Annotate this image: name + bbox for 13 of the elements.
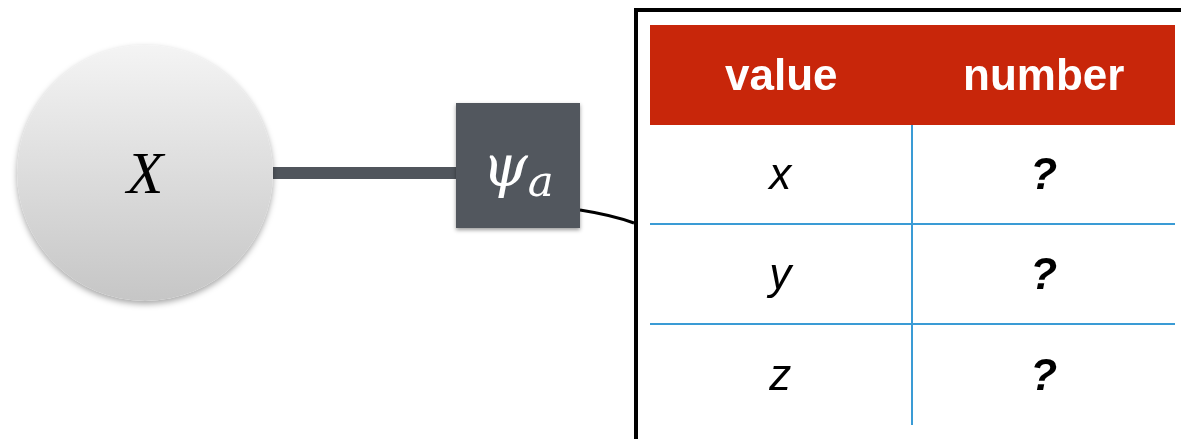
variable-label: X (126, 139, 164, 208)
connector-bar (273, 167, 456, 179)
table-cell-text: ? (1030, 349, 1058, 401)
table-cell-text: ? (1030, 248, 1058, 300)
factor-box (456, 103, 580, 228)
column-header: value (724, 49, 839, 101)
connector-line (579, 208, 635, 225)
table-cell-text: ? (1030, 148, 1058, 200)
column-header: number (962, 49, 1126, 101)
table-cell-text: z (769, 349, 792, 401)
table-cell-text: x (769, 148, 792, 200)
table-cell-text: y (769, 248, 792, 300)
table-panel (634, 8, 1181, 439)
